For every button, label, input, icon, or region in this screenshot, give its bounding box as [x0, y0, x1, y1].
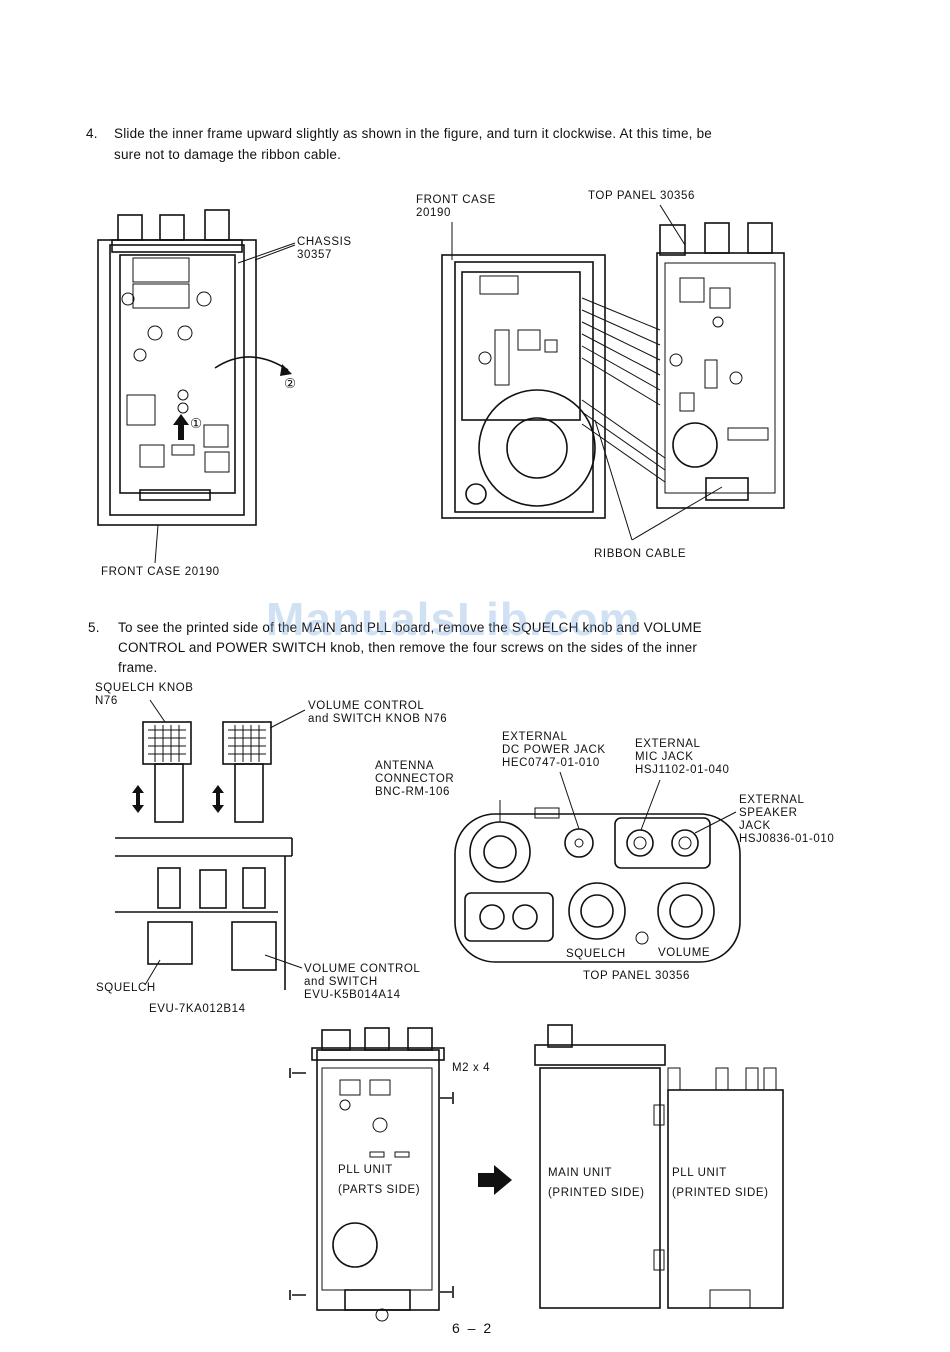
antenna-label: ANTENNA CONNECTOR BNC-RM-106	[375, 760, 455, 798]
speaker-jack-label: EXTERNAL SPEAKER JACK HSJ0836-01-010	[739, 794, 835, 845]
figure1-radio	[97, 209, 296, 564]
step-marker-1: ①	[190, 416, 203, 431]
front-case-label-fig1: FRONT CASE 20190	[101, 566, 220, 578]
dc-jack-label: EXTERNAL DC POWER JACK HEC0747-01-010	[502, 731, 606, 769]
watermark: ManualsLib.com	[266, 593, 641, 645]
squelch-label: SQUELCH	[96, 982, 156, 994]
step5-number: 5.	[88, 620, 100, 635]
front-case-label-fig2: FRONT CASE 20190	[416, 194, 496, 219]
main-unit-printed-label: MAIN UNIT (PRINTED SIDE)	[548, 1167, 645, 1199]
screw-label: M2 x 4	[452, 1062, 491, 1074]
mic-jack-label: EXTERNAL MIC JACK HSJ1102-01-040	[635, 738, 730, 776]
panel-volume-label: VOLUME	[658, 947, 711, 959]
step5-line3: frame.	[118, 660, 158, 675]
page-number: 6 – 2	[452, 1320, 494, 1336]
squelch-part-label: EVU-7KA012B14	[149, 1003, 246, 1015]
pll-unit-parts-label: PLL UNIT (PARTS SIDE)	[338, 1164, 421, 1196]
squelch-knob-label: SQUELCH KNOB N76	[95, 682, 194, 707]
step4-number: 4.	[86, 126, 98, 141]
step5-line1: To see the printed side of the MAIN and …	[118, 620, 702, 635]
panel-squelch-label: SQUELCH	[566, 948, 626, 960]
figure5-inner-frame	[289, 1024, 784, 1322]
figure2-open-radio	[441, 204, 785, 541]
volume-knob-label: VOLUME CONTROL and SWITCH KNOB N76	[308, 700, 448, 725]
top-panel-label-fig2: TOP PANEL 30356	[588, 190, 696, 202]
chassis-label: CHASSIS 30357	[297, 236, 352, 261]
figure4-top-panel	[454, 771, 741, 963]
step5-line2: CONTROL and POWER SWITCH knob, then remo…	[118, 640, 698, 655]
step4-line1: Slide the inner frame upward slightly as…	[114, 126, 712, 141]
figure3-knobs	[115, 699, 306, 990]
step-marker-2: ②	[284, 376, 297, 391]
top-panel-label-fig4: TOP PANEL 30356	[583, 970, 691, 982]
pll-unit-printed-label: PLL UNIT (PRINTED SIDE)	[672, 1167, 769, 1199]
step4-line2: sure not to damage the ribbon cable.	[114, 147, 342, 162]
volume-control-label: VOLUME CONTROL and SWITCH EVU-K5B014A14	[304, 963, 421, 1001]
ribbon-cable-label: RIBBON CABLE	[594, 548, 687, 560]
